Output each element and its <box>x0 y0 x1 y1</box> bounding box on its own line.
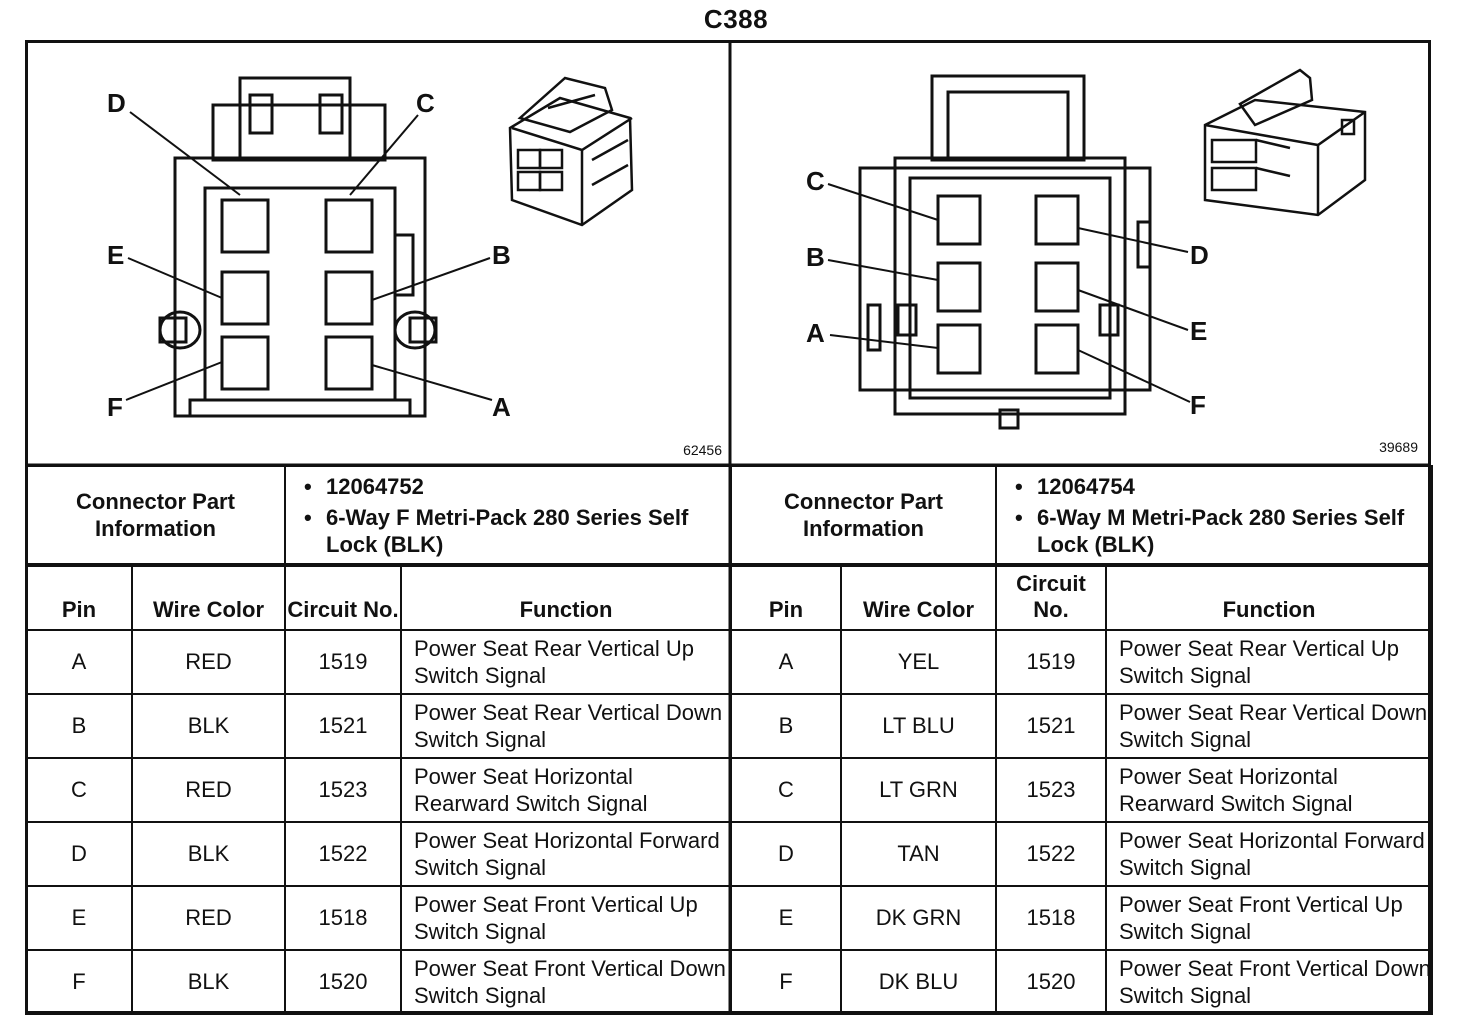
left-part-description: 6-Way F Metri-Pack 280 Series Self Lock … <box>304 504 730 558</box>
wire-color-cell: BLK <box>131 949 286 1015</box>
circuit-cell: 1520 <box>284 949 402 1015</box>
function-cell: Power Seat Front Vertical Down Switch Si… <box>1105 949 1433 1015</box>
wire-color-cell: BLK <box>131 693 286 759</box>
page-title: C388 <box>703 4 769 34</box>
left-header-pin: Pin <box>25 565 133 631</box>
function-cell: Power Seat Horizontal Forward Switch Sig… <box>400 821 732 887</box>
right-header-circuit: Circuit No. <box>995 565 1107 631</box>
wire-color-cell: DK BLU <box>840 949 997 1015</box>
table-row: F BLK 1520 Power Seat Front Vertical Dow… <box>25 949 732 1015</box>
table-row: B LT BLU 1521 Power Seat Rear Vertical D… <box>730 693 1433 759</box>
table-row: A RED 1519 Power Seat Rear Vertical Up S… <box>25 629 732 695</box>
function-cell: Power Seat Rear Vertical Up Switch Signa… <box>400 629 732 695</box>
table-row: E RED 1518 Power Seat Front Vertical Up … <box>25 885 732 951</box>
table-row: B BLK 1521 Power Seat Rear Vertical Down… <box>25 693 732 759</box>
table-row: C RED 1523 Power Seat Horizontal Rearwar… <box>25 757 732 823</box>
right-header-pin: Pin <box>730 565 842 631</box>
table-row: C LT GRN 1523 Power Seat Horizontal Rear… <box>730 757 1433 823</box>
pin-cell: D <box>25 821 133 887</box>
function-cell: Power Seat Front Vertical Down Switch Si… <box>400 949 732 1015</box>
right-part-number: 12064754 <box>1015 473 1431 500</box>
wire-color-cell: BLK <box>131 821 286 887</box>
right-pin-table: Pin Wire Color Circuit No. Function A YE… <box>730 565 1433 1015</box>
right-connector-info-label: Connector Part Information <box>730 465 997 565</box>
wire-color-cell: LT GRN <box>840 757 997 823</box>
function-cell: Power Seat Front Vertical Up Switch Sign… <box>1105 885 1433 951</box>
circuit-cell: 1523 <box>284 757 402 823</box>
pin-cell: A <box>25 629 133 695</box>
right-header-wire-color: Wire Color <box>840 565 997 631</box>
circuit-cell: 1522 <box>284 821 402 887</box>
table-row: D BLK 1522 Power Seat Horizontal Forward… <box>25 821 732 887</box>
wire-color-cell: LT BLU <box>840 693 997 759</box>
function-cell: Power Seat Rear Vertical Up Switch Signa… <box>1105 629 1433 695</box>
function-cell: Power Seat Horizontal Rearward Switch Si… <box>400 757 732 823</box>
wire-color-cell: YEL <box>840 629 997 695</box>
circuit-cell: 1518 <box>995 885 1107 951</box>
left-header-wire-color: Wire Color <box>131 565 286 631</box>
table-row: E DK GRN 1518 Power Seat Front Vertical … <box>730 885 1433 951</box>
wire-color-cell: RED <box>131 757 286 823</box>
left-header-function: Function <box>400 565 732 631</box>
pin-cell: E <box>730 885 842 951</box>
left-pin-table: Pin Wire Color Circuit No. Function A RE… <box>25 565 732 1015</box>
pin-cell: A <box>730 629 842 695</box>
left-header-circuit: Circuit No. <box>284 565 402 631</box>
left-part-number: 12064752 <box>304 473 730 500</box>
right-connector-info: Connector Part Information 12064754 6-Wa… <box>730 465 1433 565</box>
circuit-cell: 1521 <box>284 693 402 759</box>
right-connector-part-list: 12064754 6-Way M Metri-Pack 280 Series S… <box>995 465 1433 565</box>
circuit-cell: 1518 <box>284 885 402 951</box>
function-cell: Power Seat Front Vertical Up Switch Sign… <box>400 885 732 951</box>
pin-cell: B <box>25 693 133 759</box>
pin-cell: E <box>25 885 133 951</box>
pin-cell: C <box>730 757 842 823</box>
wire-color-cell: TAN <box>840 821 997 887</box>
circuit-cell: 1523 <box>995 757 1107 823</box>
pin-cell: B <box>730 693 842 759</box>
circuit-cell: 1521 <box>995 693 1107 759</box>
wire-color-cell: RED <box>131 629 286 695</box>
function-cell: Power Seat Rear Vertical Down Switch Sig… <box>400 693 732 759</box>
table-row: A YEL 1519 Power Seat Rear Vertical Up S… <box>730 629 1433 695</box>
left-connector-info: Connector Part Information 12064752 6-Wa… <box>25 465 732 565</box>
left-connector-info-label: Connector Part Information <box>25 465 286 565</box>
right-header-function: Function <box>1105 565 1433 631</box>
right-part-description: 6-Way M Metri-Pack 280 Series Self Lock … <box>1015 504 1431 558</box>
circuit-cell: 1519 <box>284 629 402 695</box>
pin-cell: D <box>730 821 842 887</box>
pin-cell: F <box>730 949 842 1015</box>
circuit-cell: 1520 <box>995 949 1107 1015</box>
pin-cell: C <box>25 757 133 823</box>
wire-color-cell: RED <box>131 885 286 951</box>
function-cell: Power Seat Rear Vertical Down Switch Sig… <box>1105 693 1433 759</box>
circuit-cell: 1519 <box>995 629 1107 695</box>
circuit-cell: 1522 <box>995 821 1107 887</box>
table-row: D TAN 1522 Power Seat Horizontal Forward… <box>730 821 1433 887</box>
left-connector-part-list: 12064752 6-Way F Metri-Pack 280 Series S… <box>284 465 732 565</box>
function-cell: Power Seat Horizontal Forward Switch Sig… <box>1105 821 1433 887</box>
table-row: F DK BLU 1520 Power Seat Front Vertical … <box>730 949 1433 1015</box>
pin-cell: F <box>25 949 133 1015</box>
wire-color-cell: DK GRN <box>840 885 997 951</box>
function-cell: Power Seat Horizontal Rearward Switch Si… <box>1105 757 1433 823</box>
